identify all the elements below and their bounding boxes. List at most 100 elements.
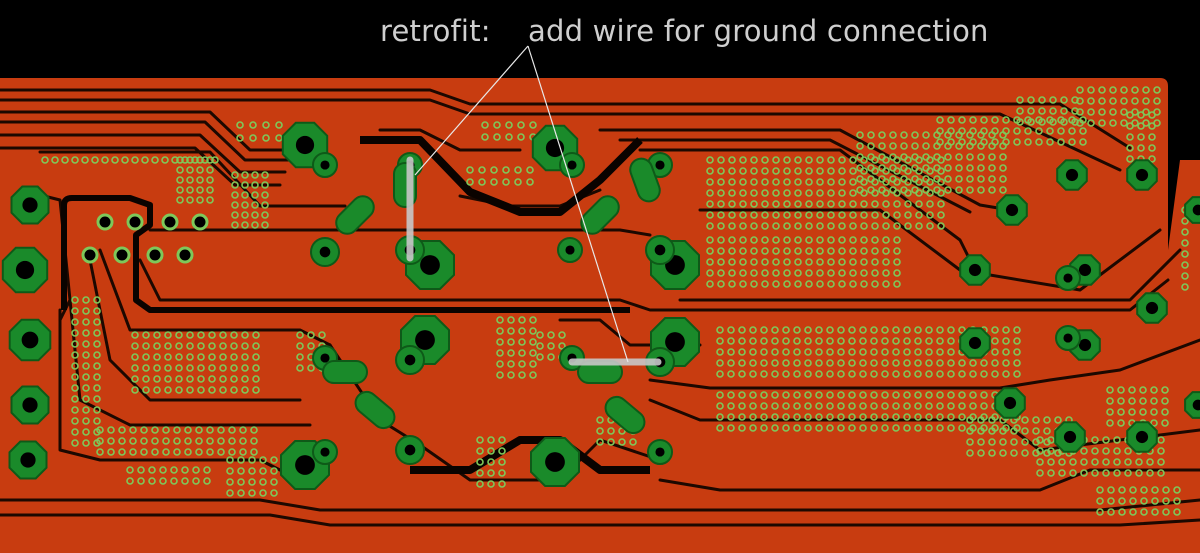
via (93, 307, 101, 315)
via (837, 359, 845, 367)
via (1142, 86, 1150, 94)
via (82, 296, 90, 304)
via (804, 326, 812, 334)
via (706, 156, 714, 164)
via (1047, 436, 1055, 444)
via (239, 426, 247, 434)
drill-hole (319, 246, 331, 258)
via (173, 437, 181, 445)
via (478, 178, 486, 186)
via (925, 348, 933, 356)
via (727, 370, 735, 378)
via (925, 326, 933, 334)
via (1124, 458, 1132, 466)
via (1128, 408, 1136, 416)
via (878, 142, 886, 150)
via (944, 186, 952, 194)
via (252, 386, 260, 394)
via (529, 371, 537, 379)
via (498, 447, 506, 455)
via (1126, 111, 1134, 119)
via (922, 164, 930, 172)
via (1002, 127, 1010, 135)
via (728, 211, 736, 219)
via (838, 167, 846, 175)
via (882, 247, 890, 255)
via (827, 247, 835, 255)
drill-hole (567, 160, 577, 170)
via (487, 458, 495, 466)
via (1091, 436, 1099, 444)
via (251, 181, 259, 189)
via (955, 164, 963, 172)
via (1107, 497, 1115, 505)
via (815, 326, 823, 334)
via (131, 156, 139, 164)
via (230, 364, 238, 372)
via (783, 236, 791, 244)
via (259, 478, 267, 486)
via (980, 138, 988, 146)
via (805, 269, 813, 277)
via (969, 402, 977, 410)
via (1091, 469, 1099, 477)
via (1049, 118, 1057, 126)
via (1148, 144, 1156, 152)
via (739, 178, 747, 186)
via (706, 178, 714, 186)
via (977, 153, 985, 161)
via (1013, 337, 1021, 345)
via (219, 375, 227, 383)
via (1076, 119, 1084, 127)
via (749, 413, 757, 421)
via (1151, 508, 1159, 516)
via (131, 386, 139, 394)
via (186, 364, 194, 372)
via (738, 370, 746, 378)
via (184, 448, 192, 456)
via (241, 181, 249, 189)
via (914, 391, 922, 399)
via (241, 331, 249, 339)
via (966, 438, 974, 446)
via (318, 331, 326, 339)
via (980, 370, 988, 378)
via (988, 175, 996, 183)
via (1002, 370, 1010, 378)
via (867, 131, 875, 139)
header-pad (96, 213, 114, 231)
via (248, 456, 256, 464)
via (197, 386, 205, 394)
via (856, 164, 864, 172)
via (871, 211, 879, 219)
via (226, 478, 234, 486)
via (219, 353, 227, 361)
via (140, 448, 148, 456)
via (259, 456, 267, 464)
via (783, 247, 791, 255)
via (849, 236, 857, 244)
via (1076, 97, 1084, 105)
via (870, 424, 878, 432)
via (947, 413, 955, 421)
via (1046, 138, 1054, 146)
via (507, 338, 515, 346)
via (816, 280, 824, 288)
via (881, 337, 889, 345)
via (881, 348, 889, 356)
via (1027, 96, 1035, 104)
drill-hole (295, 455, 315, 475)
via (181, 156, 189, 164)
via (933, 153, 941, 161)
via (826, 348, 834, 356)
via (848, 370, 856, 378)
via (915, 200, 923, 208)
via (749, 348, 757, 356)
via (870, 413, 878, 421)
via (1148, 111, 1156, 119)
via (837, 391, 845, 399)
via (476, 458, 484, 466)
via (1107, 486, 1115, 494)
via (903, 326, 911, 334)
via (782, 402, 790, 410)
